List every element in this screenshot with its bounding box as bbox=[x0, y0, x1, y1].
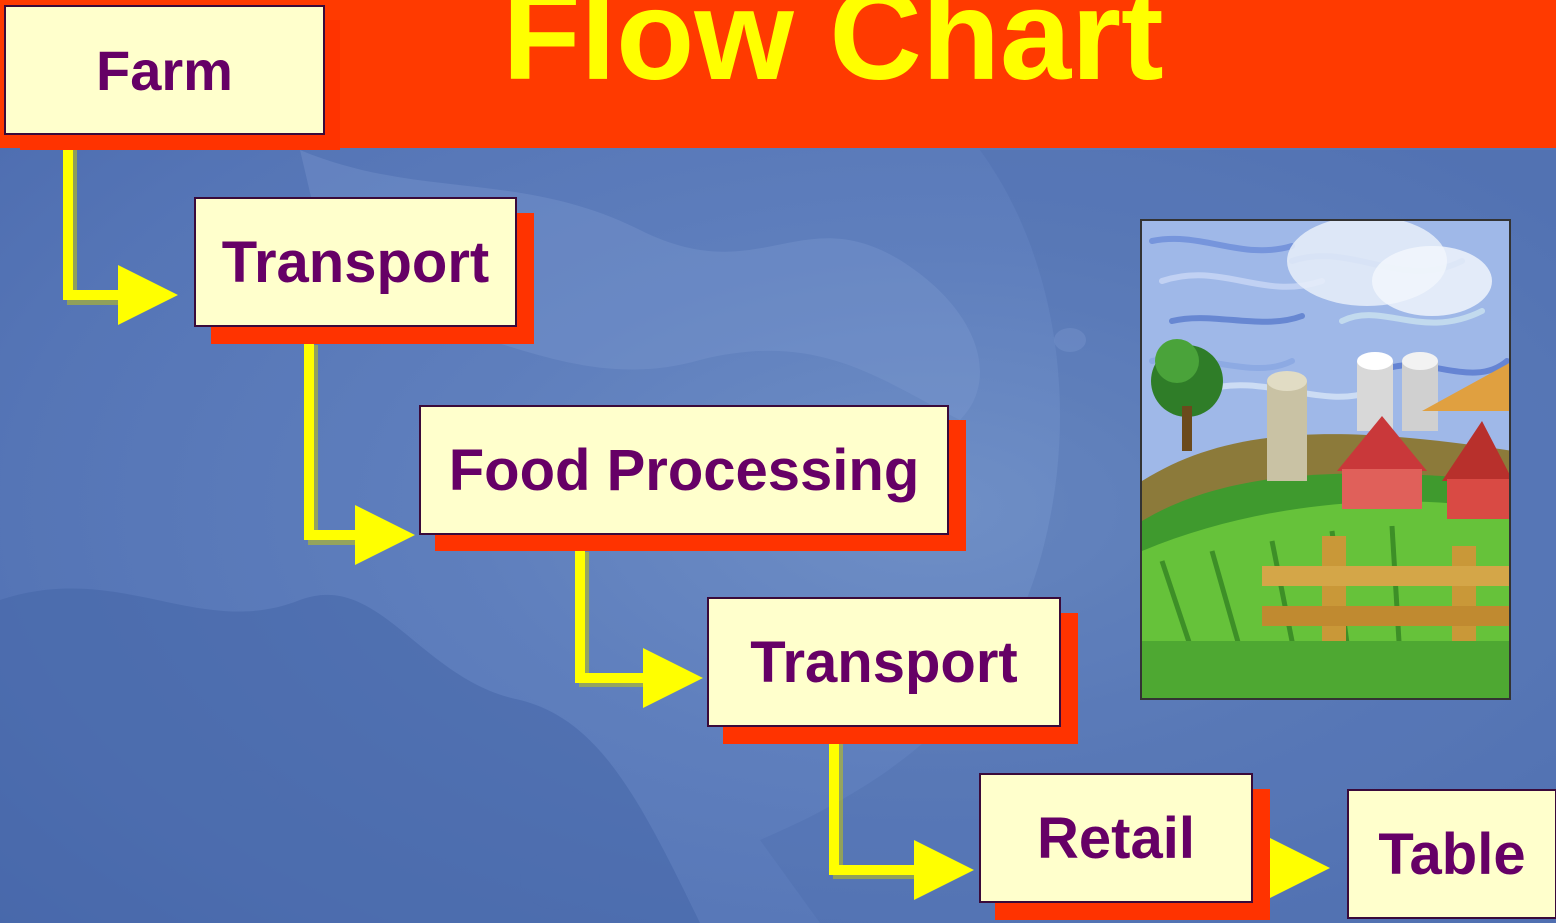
step-food-processing: Food Processing bbox=[419, 405, 949, 535]
step-farm: Farm bbox=[4, 5, 325, 135]
step-transport-2: Transport bbox=[707, 597, 1061, 727]
step-transport-1: Transport bbox=[194, 197, 517, 327]
arrow-farm-to-transport bbox=[63, 134, 178, 325]
arrow-transport-to-processing bbox=[304, 340, 415, 565]
arrow-processing-to-transport bbox=[575, 548, 703, 708]
step-table: Table bbox=[1347, 789, 1556, 919]
step-retail: Retail bbox=[979, 773, 1253, 903]
slide-title: Flow Chart bbox=[502, 0, 1164, 107]
arrow-transport-to-retail bbox=[829, 726, 974, 900]
farm-illustration bbox=[1140, 219, 1511, 700]
